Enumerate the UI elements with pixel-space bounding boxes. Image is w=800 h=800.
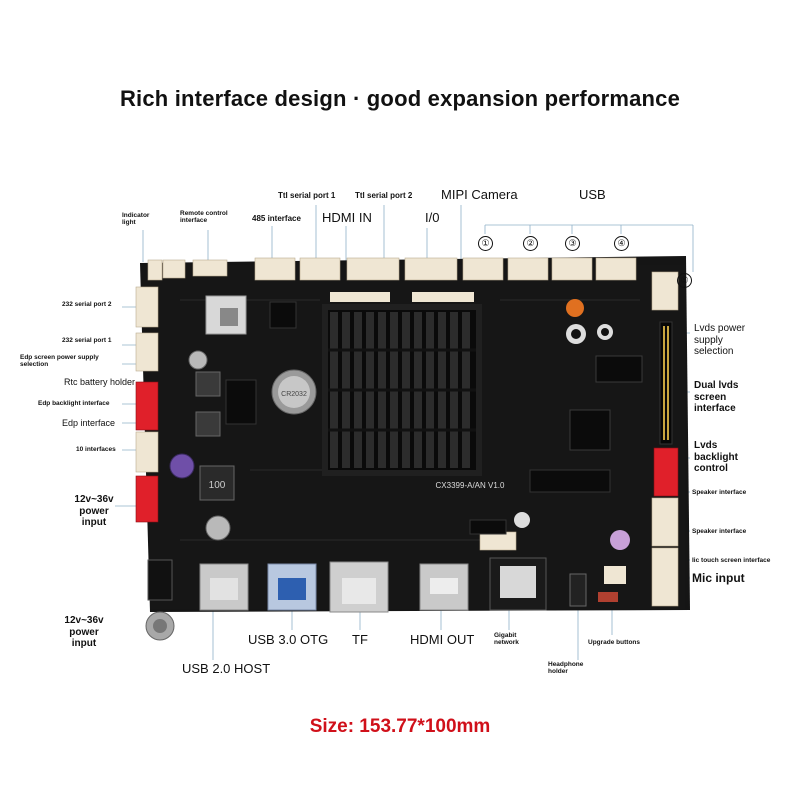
label-usb-2-host: USB 2.0 HOST xyxy=(182,661,271,676)
label-hdmi-out: HDMI OUT xyxy=(410,632,475,647)
label-dual-lvds: Dual lvds screen interface xyxy=(694,380,739,414)
label-10-interfaces: 10 interfaces xyxy=(76,446,116,453)
label-hdmi-in: HDMI IN xyxy=(322,210,372,225)
label-rtc-battery: Rtc battery holder xyxy=(64,377,136,387)
label-232-serial-1: 232 serial port 1 xyxy=(62,337,112,344)
label-speaker-1: Speaker interface xyxy=(692,489,747,496)
label-upgrade-buttons: Upgrade buttons xyxy=(588,639,640,646)
label-ttl-1: Ttl serial port 1 xyxy=(278,191,336,200)
label-usb-3-otg: USB 3.0 OTG xyxy=(248,632,329,647)
label-mic-input: Mic input xyxy=(692,571,745,585)
label-iic-touch: Iic touch screen interface xyxy=(692,557,771,564)
label-usb: USB xyxy=(579,187,606,202)
label-headphone: Headphone holder xyxy=(548,661,584,676)
label-indicator-light: Indicator light xyxy=(122,212,150,227)
label-485: 485 interface xyxy=(252,214,301,223)
board-marking: CX3399-A/AN V1.0 xyxy=(436,481,505,490)
label-remote-control: Remote control interface xyxy=(180,210,228,225)
inductor-marking: 100 xyxy=(209,480,226,491)
label-ttl-2: Ttl serial port 2 xyxy=(355,191,413,200)
label-edp-backlight: Edp backlight interface xyxy=(38,400,110,407)
label-lvds-power: Lvds power supply selection xyxy=(694,323,746,357)
coin-cell-marking: CR2032 xyxy=(281,391,307,398)
label-lvds-backlight: Lvds backlight control xyxy=(694,440,738,474)
label-tf: TF xyxy=(352,632,368,647)
usb-number-4: ④ xyxy=(614,236,629,251)
label-mipi-camera: MIPI Camera xyxy=(441,187,518,202)
label-edp-power-selection: Edp screen power supply selection xyxy=(20,354,99,369)
usb-number-1: ① xyxy=(478,236,493,251)
label-power-input-bottom: 12v~36v power input xyxy=(64,615,104,649)
label-edp-interface: Edp interface xyxy=(62,418,116,428)
usb-number-5: ⑤ xyxy=(677,273,692,288)
label-gigabit: Gigabit network xyxy=(494,632,519,647)
usb-number-2: ② xyxy=(523,236,538,251)
label-io: I/0 xyxy=(425,210,440,225)
label-232-serial-2: 232 serial port 2 xyxy=(62,301,112,308)
label-power-input-left: 12v~36v power input xyxy=(74,494,114,528)
size-caption: Size: 153.77*100mm xyxy=(309,716,491,737)
label-speaker-2: Speaker interface xyxy=(692,528,747,535)
usb-number-3: ③ xyxy=(565,236,580,251)
page-title: Rich interface design · good expansion p… xyxy=(119,86,681,111)
